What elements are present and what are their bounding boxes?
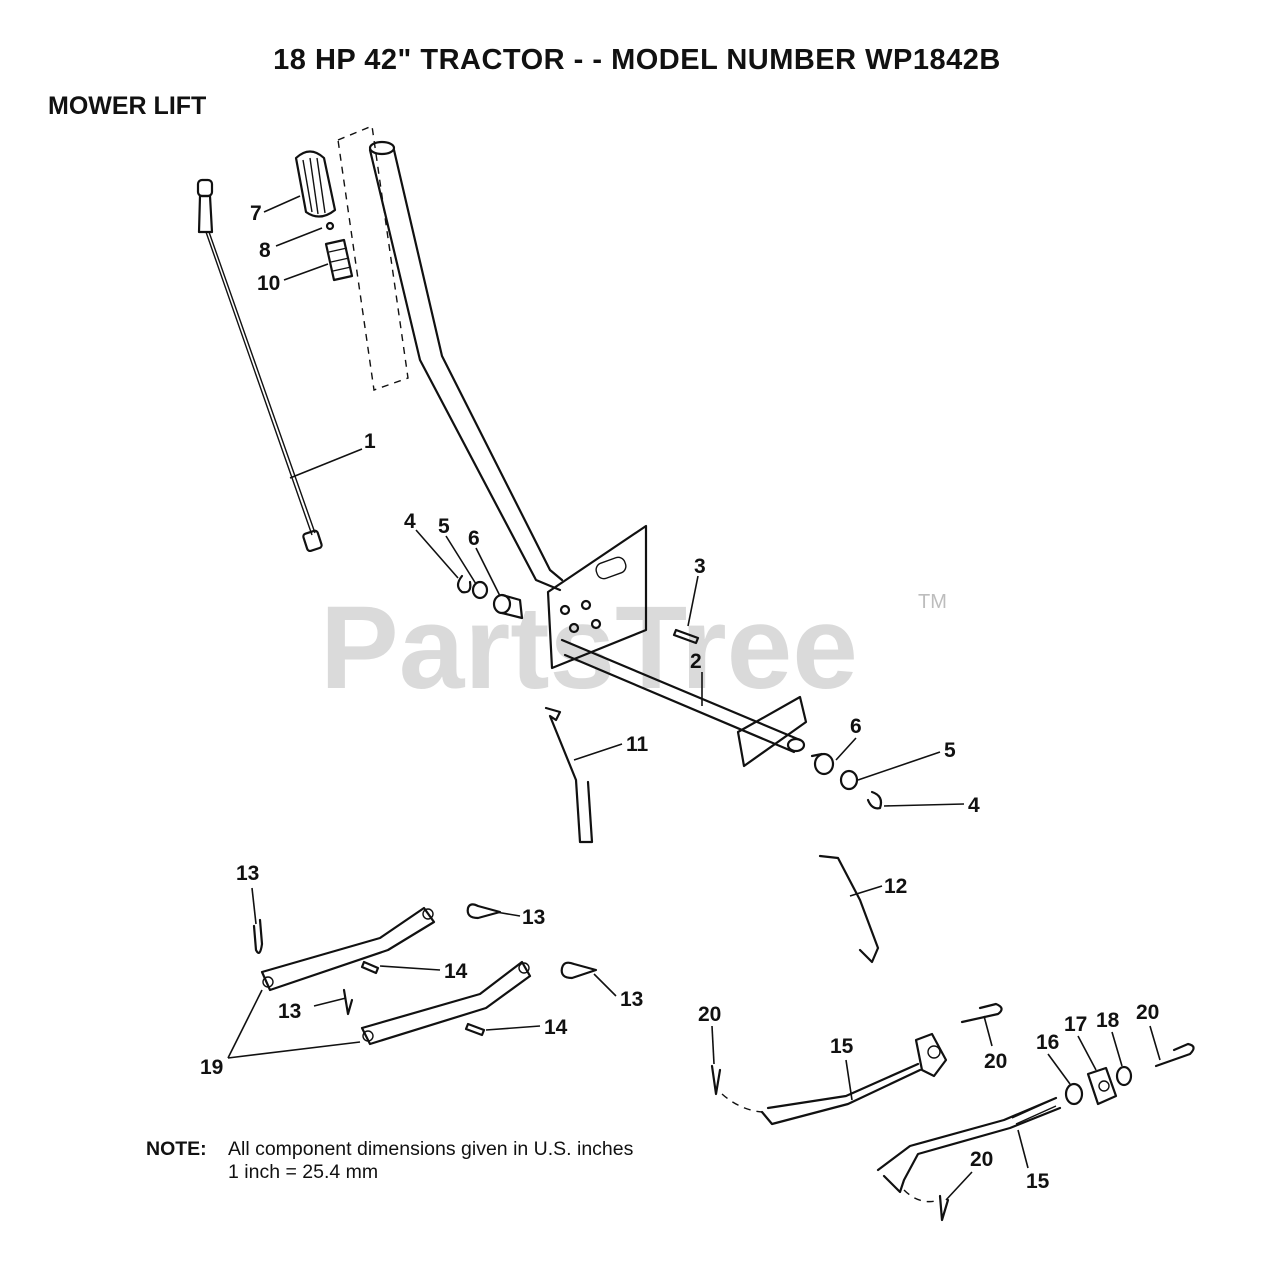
hookup-path-upper (721, 1093, 763, 1113)
callout-5-left: 5 (438, 515, 450, 538)
callout-15-b: 15 (1026, 1170, 1050, 1193)
handle-outline-dashed (337, 125, 409, 391)
callout-2: 2 (690, 650, 702, 673)
part-13-hairpin-a[interactable] (252, 918, 264, 955)
part-15-adjuster-rod-lower[interactable] (876, 1096, 1062, 1194)
part-14-pin-upper[interactable] (360, 960, 380, 975)
part-13-hairpin-c[interactable] (560, 961, 598, 980)
callout-numbers: 1 2 3 4 5 6 7 8 10 11 6 5 4 12 13 13 13 … (200, 202, 1159, 1193)
part-6-bushing-left[interactable] (492, 593, 524, 620)
part-2-lift-shaft[interactable] (546, 524, 808, 768)
callout-16: 16 (1036, 1031, 1059, 1054)
part-20-clip-upper-right[interactable] (960, 1002, 1003, 1024)
callout-12: 12 (884, 875, 907, 898)
callout-14-a: 14 (444, 960, 468, 983)
note-line-1: All component dimensions given in U.S. i… (228, 1138, 634, 1160)
part-10-spring[interactable] (324, 238, 354, 282)
callout-5-right: 5 (944, 739, 956, 762)
callout-4-right: 4 (968, 794, 980, 817)
part-4-clip-left[interactable] (456, 574, 472, 594)
watermark-trademark: TM (918, 591, 947, 613)
leader-lines (227, 195, 1161, 1201)
callout-1: 1 (364, 430, 376, 453)
callout-6-left: 6 (468, 527, 480, 550)
callout-20-d: 20 (970, 1148, 993, 1171)
callout-11: 11 (626, 733, 649, 756)
callout-4-left: 4 (404, 510, 416, 533)
part-20-clip-lower[interactable] (938, 1194, 950, 1222)
part-18-nut[interactable] (1115, 1065, 1133, 1087)
callout-13-d: 13 (278, 1000, 301, 1023)
part-13-hairpin-b[interactable] (466, 903, 502, 920)
callout-13-c: 13 (620, 988, 643, 1011)
callout-14-b: 14 (544, 1016, 568, 1039)
callout-20-b: 20 (984, 1050, 1007, 1073)
callout-20-c: 20 (1136, 1001, 1159, 1024)
page-title: 18 HP 42" TRACTOR - - MODEL NUMBER WP184… (273, 44, 1001, 76)
part-6-bushing-right[interactable] (810, 752, 835, 776)
note-line-2: 1 inch = 25.4 mm (228, 1161, 379, 1183)
part-1-lift-rod[interactable] (196, 178, 323, 553)
callout-10: 10 (257, 272, 280, 295)
part-4-clip-right[interactable] (866, 790, 883, 810)
part-15-adjuster-rod-upper[interactable] (760, 1032, 948, 1126)
note-label: NOTE: (146, 1138, 207, 1160)
part-19-lift-arm-upper[interactable] (260, 906, 436, 992)
part-3-pin[interactable] (672, 628, 700, 645)
lift-handle[interactable] (368, 140, 564, 592)
part-20-clip-right[interactable] (1154, 1042, 1195, 1068)
part-5-washer-right[interactable] (839, 769, 859, 791)
part-12-link[interactable] (818, 854, 880, 964)
part-16-nut[interactable] (1064, 1082, 1084, 1106)
part-20-clip-upper-left[interactable] (710, 1064, 722, 1096)
part-13-hairpin-d[interactable] (342, 988, 354, 1016)
part-14-pin-lower[interactable] (464, 1022, 486, 1037)
callout-8: 8 (259, 239, 271, 262)
part-5-washer-left[interactable] (471, 580, 489, 600)
callout-18: 18 (1096, 1009, 1120, 1032)
callout-3: 3 (694, 555, 706, 578)
callout-15-a: 15 (830, 1035, 854, 1058)
part-17-trunnion[interactable] (1086, 1066, 1118, 1106)
callout-20-a: 20 (698, 1003, 721, 1026)
hookup-path-lower (903, 1189, 941, 1203)
part-11-link[interactable] (544, 706, 594, 844)
callout-13-a: 13 (236, 862, 259, 885)
part-8-ball[interactable] (325, 221, 335, 231)
part-7-grip[interactable] (294, 150, 337, 218)
callout-7: 7 (250, 202, 262, 225)
callout-17: 17 (1064, 1013, 1087, 1036)
part-19-lift-arm-lower[interactable] (360, 960, 532, 1046)
section-title: MOWER LIFT (48, 92, 207, 120)
callout-19: 19 (200, 1056, 223, 1079)
callout-6-right: 6 (850, 715, 862, 738)
callout-13-b: 13 (522, 906, 545, 929)
